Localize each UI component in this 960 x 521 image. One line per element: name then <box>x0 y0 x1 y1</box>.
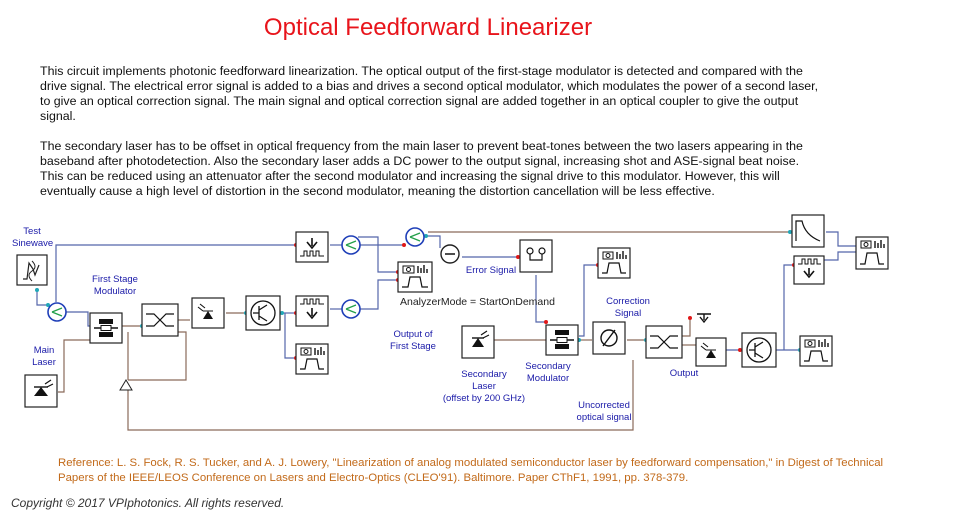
sampler-block-output <box>793 255 825 285</box>
secondary-modulator-block <box>545 324 579 356</box>
analyzer-block-final <box>855 236 889 270</box>
label-main-laser-text: Main Laser <box>32 345 56 368</box>
photodetector-1-block <box>191 297 225 329</box>
attenuator-block <box>592 321 626 355</box>
label-secondary-modulator-text: Secondary Modulator <box>525 361 571 384</box>
copyright-text: Copyright © 2017 VPIphotonics. All right… <box>11 496 285 510</box>
filter-block <box>791 214 825 248</box>
adder-icon-2 <box>341 235 361 255</box>
description-paragraph-1: This circuit implements photonic feedfor… <box>40 64 819 123</box>
sampler-block-bottom <box>295 295 329 327</box>
label-output-text: Output <box>669 368 699 379</box>
label-correction-signal: Correction Signal <box>598 296 658 320</box>
label-uncorrected-signal-text: Uncorrected optical signal <box>576 400 632 423</box>
terminator-icon <box>697 313 711 324</box>
label-first-stage-modulator: First Stage Modulator <box>85 274 145 298</box>
label-uncorrected-signal: Uncorrected optical signal <box>568 400 640 424</box>
optical-wires <box>58 231 790 431</box>
description-paragraph-2: The secondary laser has to be offset in … <box>40 139 803 198</box>
label-test-sinewave: Test Sinewave <box>12 226 54 250</box>
sampler-block-top <box>295 231 329 263</box>
label-secondary-laser: Secondary Laser (offset by 200 GHz) <box>436 369 532 405</box>
label-correction-signal-text: Correction Signal <box>606 296 650 319</box>
adder-icon-3 <box>341 299 361 319</box>
amplifier-1-block <box>245 295 281 331</box>
label-error-signal-text: Error Signal <box>465 265 517 276</box>
ground-icon <box>119 379 133 391</box>
label-test-sinewave-text: Test Sinewave <box>12 226 54 249</box>
label-output-first-stage: Output of First Stage <box>382 329 444 353</box>
analyzer-block-output <box>799 335 833 367</box>
label-output: Output <box>664 368 704 380</box>
label-secondary-modulator: Secondary Modulator <box>518 361 578 385</box>
test-sinewave-block <box>16 254 48 286</box>
analyzer-block-first-stage <box>295 343 329 375</box>
label-analyzer-mode: AnalyzerMode = StartOnDemand <box>400 296 555 308</box>
main-laser-block <box>24 374 58 408</box>
coupler-1-block <box>141 303 179 337</box>
label-secondary-laser-text: Secondary Laser (offset by 200 GHz) <box>442 369 526 404</box>
description: This circuit implements photonic feedfor… <box>40 64 820 214</box>
adder-icon-1 <box>47 302 67 322</box>
amplifier-2-block <box>741 332 777 368</box>
analyzer-block-error <box>397 261 433 293</box>
adder-icon-4 <box>405 227 425 247</box>
first-stage-modulator-block <box>89 312 123 344</box>
label-first-stage-modulator-text: First Stage Modulator <box>92 274 138 297</box>
secondary-laser-block <box>461 325 495 359</box>
label-error-signal: Error Signal <box>456 265 526 277</box>
output-coupler-block <box>645 325 683 359</box>
page-title: Optical Feedforward Linearizer <box>263 14 593 41</box>
photodetector-2-block <box>695 337 727 367</box>
analyzer-block-correction <box>597 247 631 279</box>
subtractor-icon <box>440 244 460 264</box>
label-output-first-stage-text: Output of First Stage <box>390 329 436 352</box>
reference-text: Reference: L. S. Fock, R. S. Tucker, and… <box>58 457 884 484</box>
bias-source-block <box>519 239 553 273</box>
label-main-laser: Main Laser <box>22 345 66 369</box>
